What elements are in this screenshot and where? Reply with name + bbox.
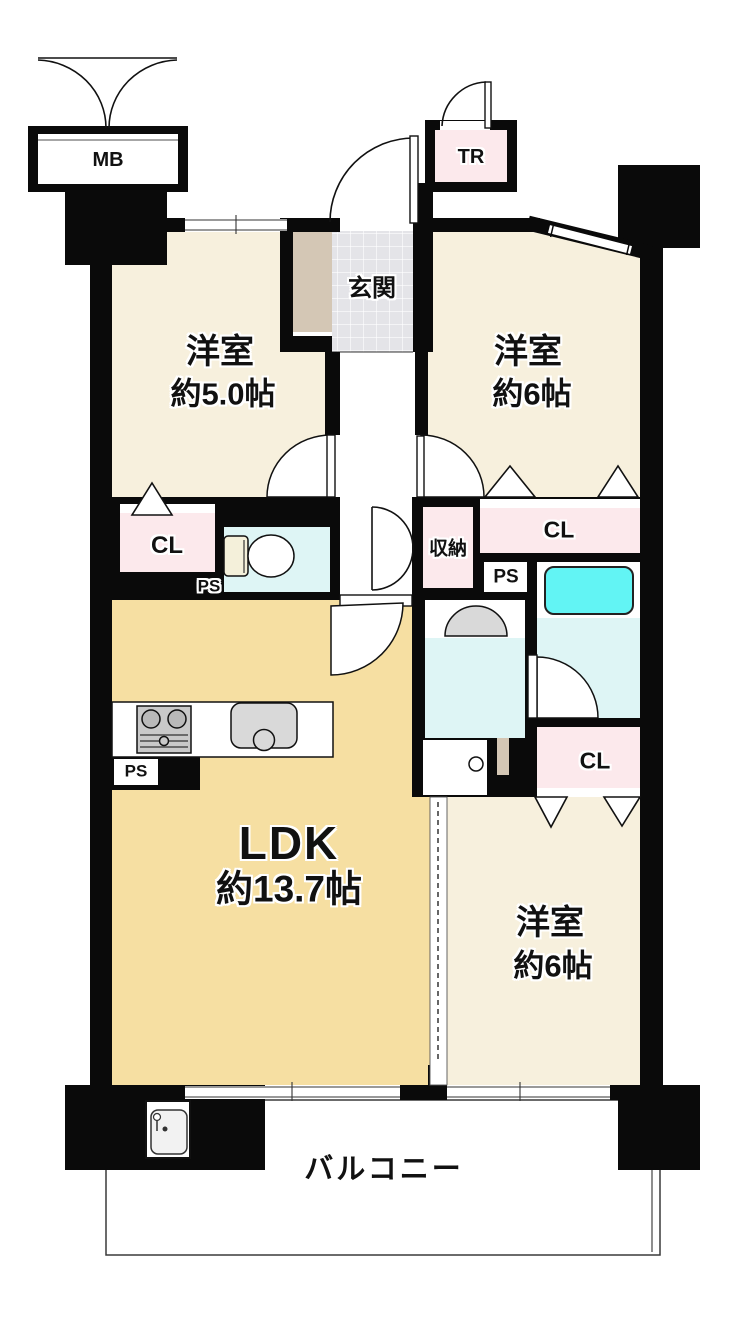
closet-right [480,508,640,553]
ldk-floor-east [412,793,430,1085]
label-room-ne-name: 洋室 [494,333,562,371]
label-closet-se: CL [579,747,611,774]
closet-se-fold-1 [533,796,569,829]
bathtub [544,566,634,615]
closet-left-fold [130,481,174,516]
pipe-space-box [484,562,527,592]
doors [37,57,599,719]
label-room-ne-size: 約6帖 [492,376,572,412]
hall-double-door [371,506,414,591]
label-meter-box: MB [92,149,124,171]
label-ps-center: PS [493,566,519,588]
label-storage: 収納 [428,538,468,560]
room-ne-floor [428,232,640,500]
slop-sink-icon [145,1100,191,1159]
label-ldk-name: LDK [238,817,340,869]
meter-box-doors [37,57,178,129]
toilet-icon [223,534,295,578]
label-room-se-name: 洋室 [516,904,584,942]
closet-right-fold-2 [596,464,640,498]
ldk-floor [112,600,412,1085]
label-room-se-size: 約6帖 [513,948,593,984]
closet-left [120,513,215,572]
shoe-cabinet-strip [293,230,332,332]
room-se-floor [447,797,640,1085]
bathroom-door [527,654,599,719]
windows [185,215,610,1101]
meter-box [38,134,178,184]
fixtures [111,534,334,1159]
diagonal-corner-wall [526,215,653,261]
wash-basin [444,605,508,637]
entrance-door [329,135,419,231]
entrance-tile-floor [332,230,413,352]
closet-se [537,727,640,788]
label-room-nw-name: 洋室 [186,333,254,371]
ldk-door [330,594,413,676]
label-trunk-room: TR [457,146,485,168]
room-nw-floor [112,232,280,498]
label-ps-left: PS [197,576,221,596]
pipe-space-kitchen-box [114,759,158,785]
closet-right-fold-1 [483,464,537,498]
window-nw [185,215,287,234]
laundry-drain [468,756,484,772]
stove-icon [136,705,192,754]
label-ldk-size: 約13.7帖 [215,868,363,910]
trunk-room [435,130,507,182]
sink-icon [230,702,298,752]
trunk-room-door [440,81,492,130]
label-balcony: バルコニー [304,1153,464,1186]
window-ldk-balcony [185,1082,400,1101]
label-ps-kitchen: PS [124,761,148,781]
label-room-nw-size: 約5.0帖 [170,376,276,412]
closet-se-fold-2 [602,796,642,828]
label-closet-left: CL [151,532,183,559]
closet-fold-marks [130,464,642,829]
washroom-floor [425,638,525,738]
floors [105,230,661,1256]
room-ne-door [415,434,485,498]
storage [423,507,473,588]
column-ne [618,165,700,248]
kitchen-counter [111,701,334,758]
label-closet-right: CL [543,516,575,543]
room-nw-door [266,434,340,498]
window-se-balcony [447,1082,610,1101]
label-entrance: 玄関 [348,275,396,302]
